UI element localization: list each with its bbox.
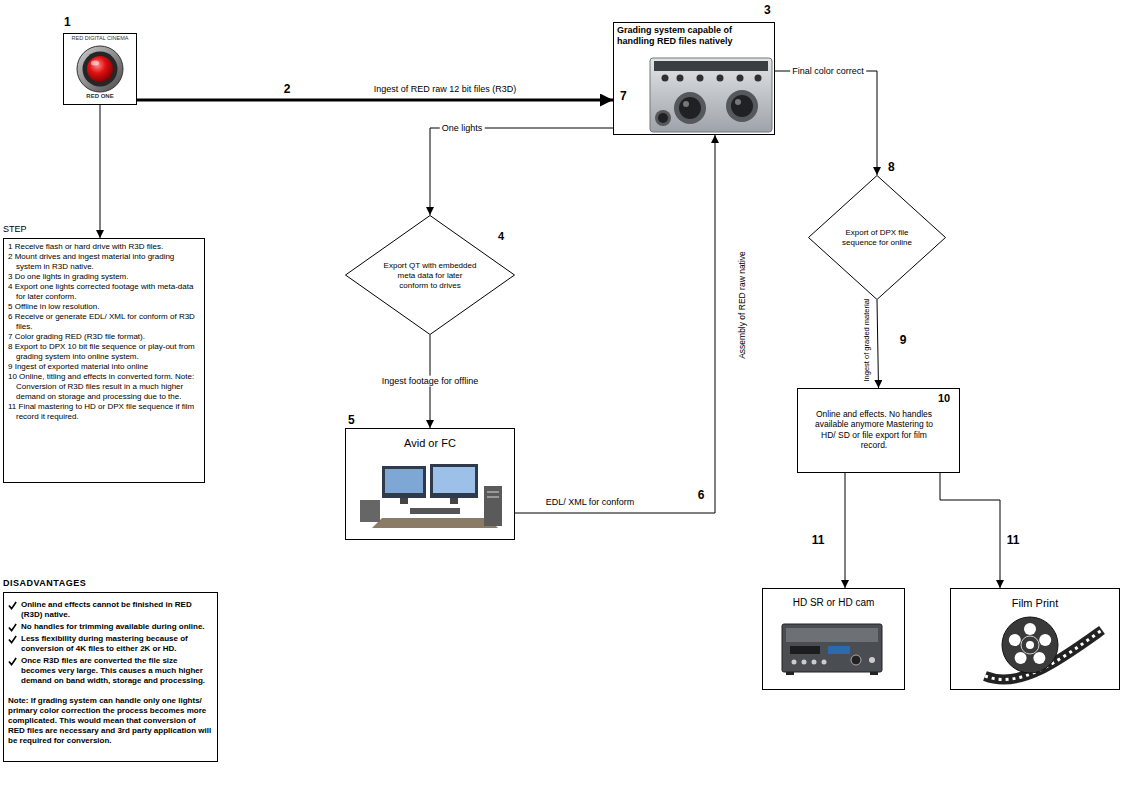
list-heading: STEP [3,224,27,235]
box-title: HD SR or HD cam [763,597,904,609]
diamond-outline [809,176,946,300]
edge-label: Final color correct [790,66,866,77]
decision-diamond: 4Export QT with embedded meta data for l… [345,215,515,335]
steps-box: STEP1 Receive flash or hard drive with R… [3,238,205,483]
step-item: 3 Do one lights in grading system. [8,272,200,282]
camera-logo [77,46,123,92]
output-box: Film Print [950,588,1120,690]
callout-number: 5 [348,413,355,428]
edge-note: Assembly of RED raw native [737,251,747,359]
logo-text: RED DIGITAL CINEMA [65,35,135,42]
disadvantage-item: No handles for trimming available during… [8,622,213,632]
camera-box: 1RED DIGITAL CINEMARED ONE [63,33,137,105]
callout-number: 8 [888,160,895,175]
box-title: Film Print [951,597,1119,610]
film-reel-picture [985,617,1102,680]
box-title: Avid or FC [346,437,514,450]
edge-label: One lights [440,123,485,134]
connector-arrow [877,300,879,388]
grading-panel [650,58,772,132]
connector-arrow [137,99,613,102]
connector-arrow [775,71,877,175]
step-item: 10 Online, titling and effects in conver… [8,372,200,402]
disadvantage-item: Online and effects cannot be finished in… [8,600,213,620]
disadvantage-item: Once R3D files are converted the file si… [8,656,213,686]
connector-arrow [100,105,101,238]
box-title: Grading system capable of handling RED f… [617,25,771,47]
process-box: 5Avid or FC [345,428,515,540]
step-item: 7 Color grading RED (R3D file format). [8,332,200,342]
edge-label: Ingest footage for offline [380,376,480,387]
callout-number: 11 [1007,533,1020,547]
step-item: 6 Receive or generate EDL/ XML for confo… [8,312,200,332]
connector-arrow [515,135,715,513]
step-item: 11 Final mastering to HD or DPX file seq… [8,402,200,422]
disadvantages-box: DISADVANTAGESOnline and effects cannot b… [3,592,218,762]
diamond-outline [808,175,946,300]
callout-number: 7 [620,89,627,104]
output-box: HD SR or HD cam [762,588,905,690]
callout-number: 4 [498,230,504,243]
edge-label: EDL/ XML for conform [546,497,635,508]
edge-label: Ingest of graded material [862,299,871,382]
step-item: 1 Receive flash or hard drive with R3D f… [8,242,200,252]
edit-suite-picture [360,464,502,528]
step-item: 2 Mount drives and ingest material into … [8,252,200,272]
callout-number: 3 [764,3,771,18]
process-text: Online and effects. No handles available… [810,409,938,450]
connector-arrow [430,128,613,215]
logo-text: RED ONE [65,93,135,100]
step-item: 9 Ingest of exported material into onlin… [8,362,200,372]
callout-number: 6 [698,488,705,502]
note-text: Note: If grading system can handle only … [8,696,213,746]
edge-label: Ingest of RED raw 12 bit files (R3D) [374,84,517,95]
decision-text: Export QT with embedded meta data for la… [382,261,478,290]
connector-arrow [845,473,846,588]
tape-deck-picture [782,624,882,675]
step-item: 5 Offline in low resolution. [8,302,200,312]
callout-number: 10 [938,392,950,405]
process-box: 10Online and effects. No handles availab… [797,388,960,473]
callout-number: 1 [64,15,71,30]
list-heading: DISADVANTAGES [3,578,86,589]
callout-number: 2 [284,82,291,96]
grading-box: 3Grading system capable of handling RED … [613,22,775,135]
decision-diamond: 8Export of DPX file sequence for online [808,175,946,300]
connector-arrow [940,473,1000,588]
callout-number: 9 [900,333,907,347]
decision-text: Export of DPX file sequence for online [837,228,917,248]
diamond-outline [346,216,515,335]
step-item: 8 Export to DPX 10 bit file sequence or … [8,342,200,362]
callout-number: 11 [812,533,825,547]
disadvantage-item: Less flexibility during mastering becaus… [8,634,213,654]
step-item: 4 Export one lights corrected footage wi… [8,282,200,302]
